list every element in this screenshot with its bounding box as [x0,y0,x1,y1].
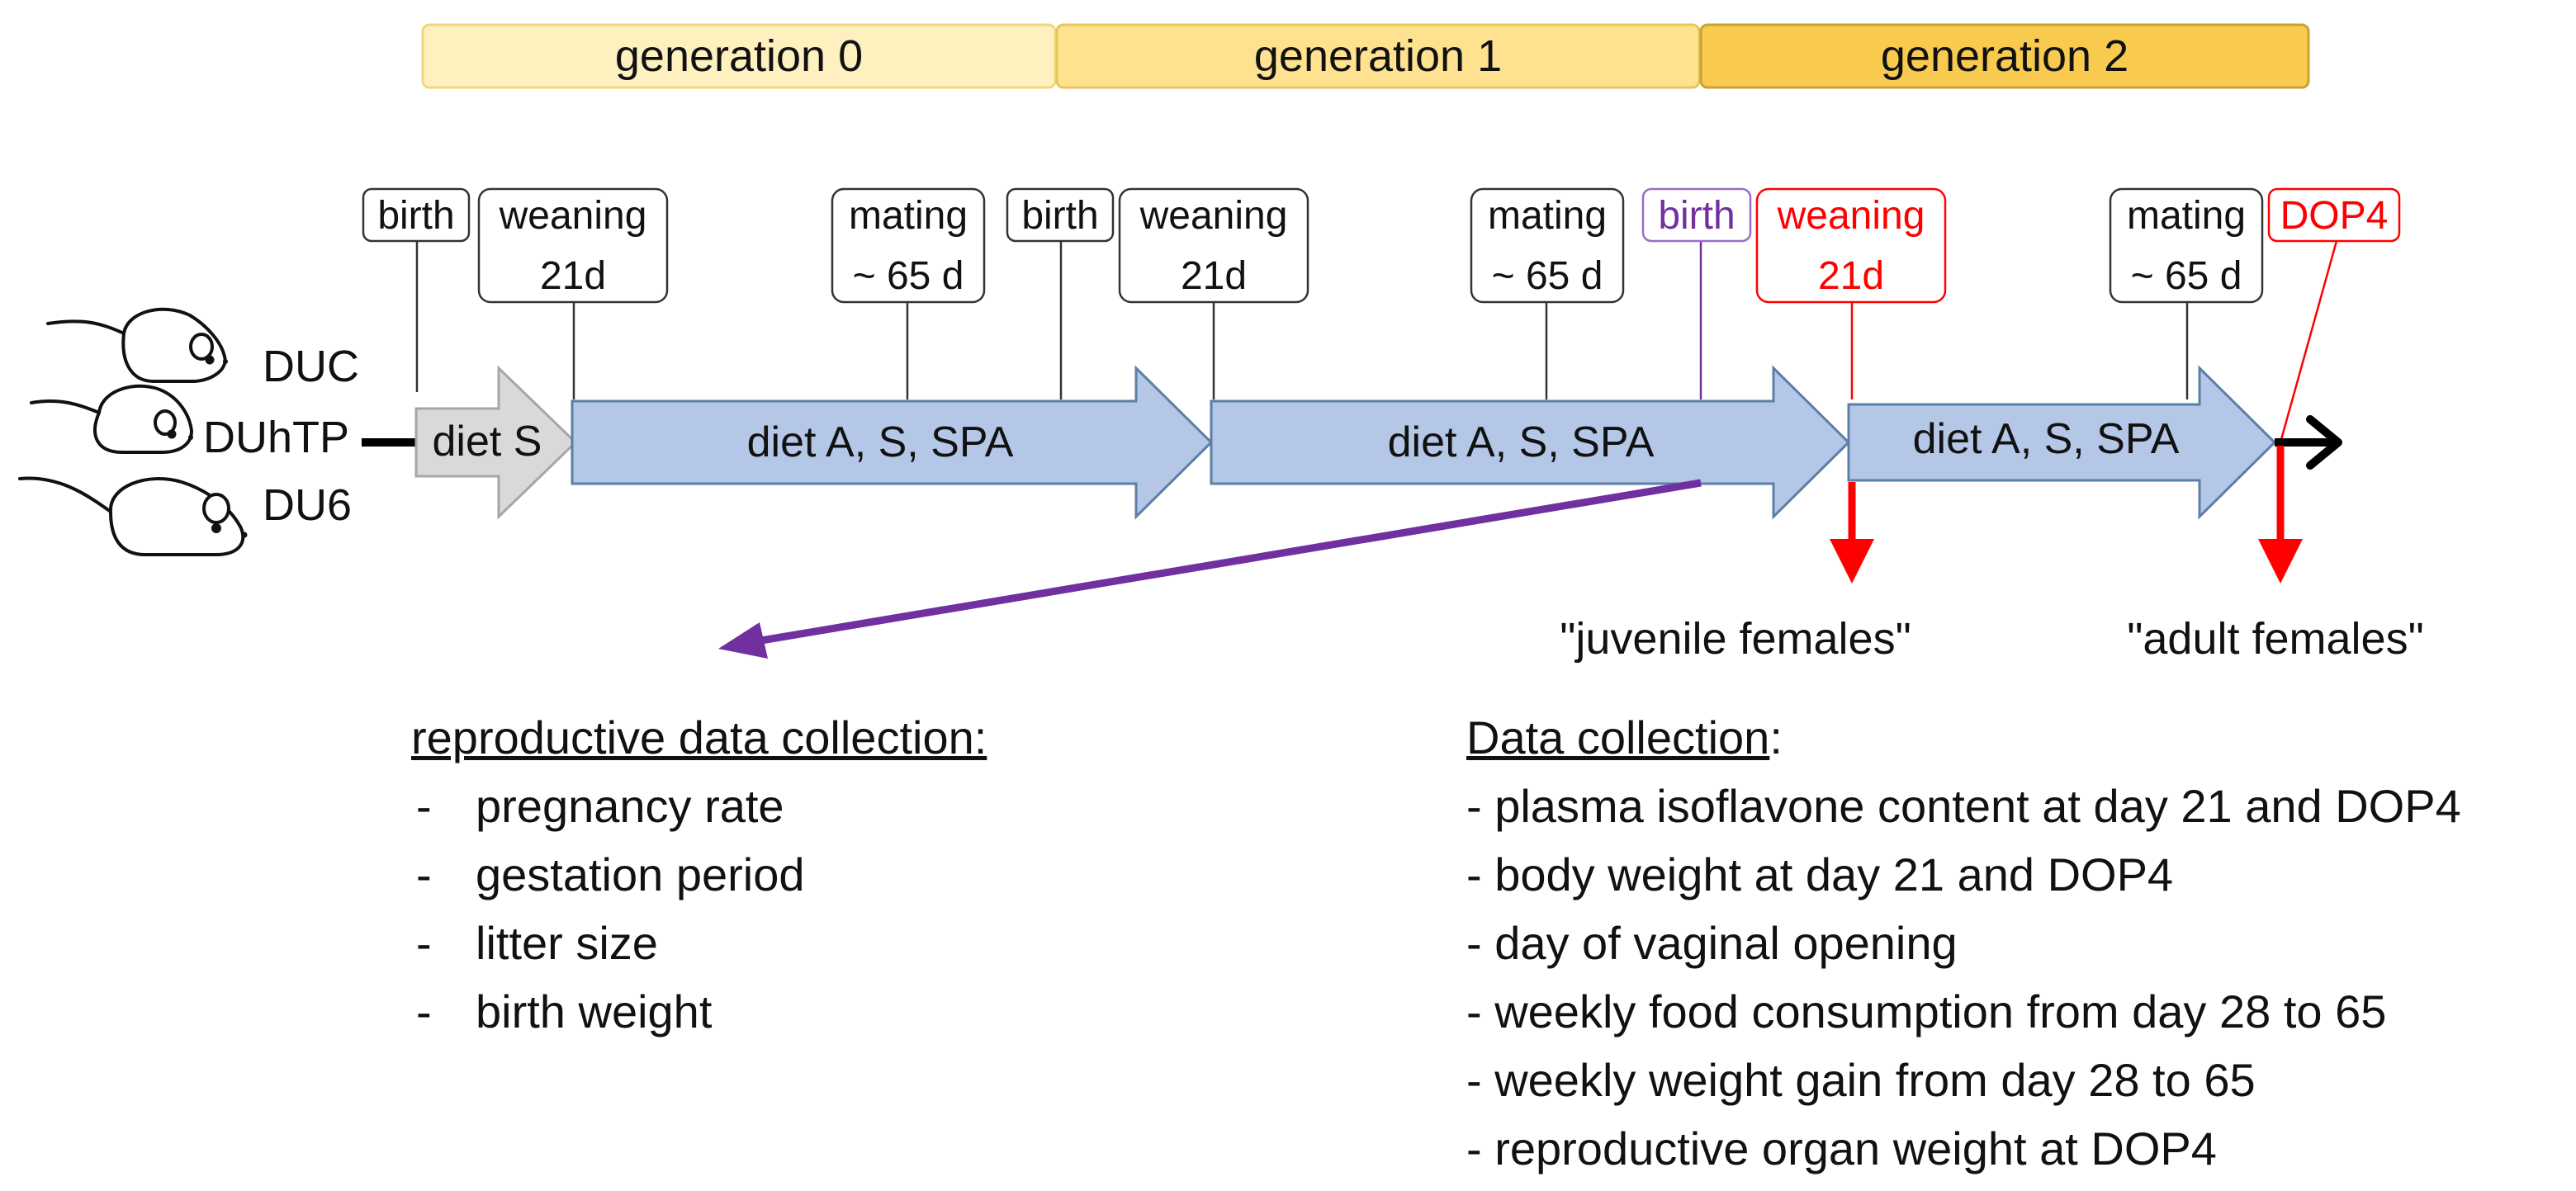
event-sublabel: ~ 65 d [2131,254,2242,298]
label-diet-gen1: diet A, S, SPA [1388,418,1655,466]
event-label: weaning [1139,194,1288,238]
event-label: weaning [499,194,647,238]
list-item: - weekly weight gain from day 28 to 65 [1466,1054,2256,1106]
event-box-dop4: DOP4 [2267,187,2401,243]
list-item: -pregnancy rate [411,772,987,840]
generation-label-2: generation 2 [1881,31,2129,81]
list-item: - reproductive organ weight at DOP4 [1466,1122,2217,1174]
list-item: -gestation period [411,840,987,909]
list-item: -litter size [411,909,987,977]
event-label: birth [1021,194,1098,238]
event-connectors [415,240,2338,443]
event-sublabel: ~ 65 d [853,254,964,298]
bullet: - [416,917,432,969]
generation-bar-0: generation 0 [421,23,1057,89]
data-collection-heading: Data collection [1466,711,1770,763]
timeline-arrows: diet S diet A, S, SPA diet A, S, SPA die… [362,365,2342,520]
reproductive-data-block: reproductive data collection: -pregnancy… [411,703,987,1046]
generation-bar-1: generation 1 [1055,23,1701,89]
list-item: - body weight at day 21 and DOP4 [1466,848,2174,900]
event-sublabel: ~ 65 d [1492,254,1603,298]
data-collection-list: - plasma isoflavone content at day 21 an… [1466,772,2461,1183]
list-item: -birth weight [411,977,987,1046]
event-label: mating [849,194,968,238]
arrow-diet-gen0 [571,365,1214,520]
event-sublabel: 21d [1818,254,1884,298]
label-diet-gen2: diet A, S, SPA [1913,415,2180,463]
reproductive-list: -pregnancy rate -gestation period -litte… [411,772,987,1046]
mouse-du6-icon [18,476,248,556]
arrow-diet-s [414,365,578,520]
tail-arrowhead [2306,415,2342,470]
connector-dop4 [2279,240,2338,443]
list-item: - weekly food consumption from day 28 to… [1466,985,2387,1037]
event-box-weaning-0: weaning 21d [477,187,669,304]
event-label: birth [377,194,454,238]
bullet: - [416,848,432,900]
event-sublabel: 21d [1181,254,1247,298]
reproductive-arrow [718,479,1702,659]
event-label: DOP4 [2280,194,2389,238]
mouse-duc-icon [46,307,228,383]
sampling-arrows [1830,446,2303,584]
event-box-weaning-1: weaning 21d [1118,187,1309,304]
strain-label-duc: DUC [263,342,359,391]
event-label: mating [2127,194,2246,238]
event-label: weaning [1777,194,1925,238]
generation-label-1: generation 1 [1254,31,1502,81]
generation-label-0: generation 0 [615,31,863,81]
event-box-birth-1: birth [1006,187,1115,243]
event-sublabel: 21d [540,254,606,298]
event-box-birth-2: birth [1641,187,1752,243]
generation-bar-2: generation 2 [1699,23,2310,89]
bullet: - [416,780,432,832]
list-item: - day of vaginal opening [1466,917,1958,969]
arrow-diet-gen1 [1210,365,1851,520]
arrow-diet-gen2 [1847,365,2277,520]
event-label: mating [1488,194,1607,238]
event-box-weaning-2: weaning 21d [1755,187,1947,304]
event-box-birth-0: birth [362,187,471,243]
event-box-mating-2: mating ~ 65 d [2109,187,2264,304]
label-diet-s: diet S [433,418,542,466]
label-diet-gen0: diet A, S, SPA [747,418,1014,466]
bullet: - [416,985,432,1037]
strain-label-du6: DU6 [263,480,352,530]
event-box-mating-1: mating ~ 65 d [1470,187,1625,304]
reproductive-heading: reproductive data collection: [411,711,987,763]
heading-colon: : [1769,711,1783,763]
event-box-mating-0: mating ~ 65 d [831,187,986,304]
list-item: - plasma isoflavone content at day 21 an… [1466,780,2461,832]
event-label: birth [1658,194,1735,238]
mouse-duhtp-icon [30,384,193,454]
adult-females-label: "adult females" [2127,614,2424,664]
juvenile-females-label: "juvenile females" [1560,614,1911,664]
data-collection-block: Data collection: - plasma isoflavone con… [1466,703,2461,1183]
strain-label-duhtp: DUhTP [203,413,349,462]
